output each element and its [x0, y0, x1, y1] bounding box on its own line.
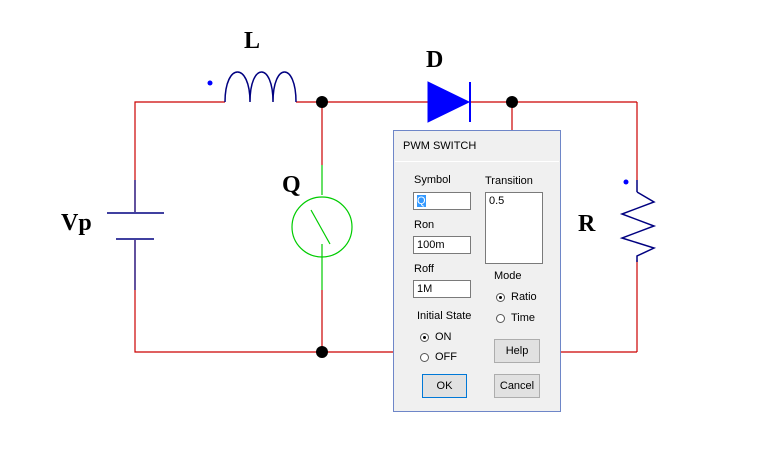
source-label: Vp [61, 210, 92, 236]
mode-ratio-radio[interactable]: Ratio [496, 291, 537, 303]
cancel-button[interactable]: Cancel [494, 374, 540, 398]
initial-state-on-radio[interactable]: ON [420, 331, 452, 343]
roff-field[interactable]: 1M [413, 280, 471, 298]
radio-selected-icon [420, 332, 429, 342]
ron-field[interactable]: 100m [413, 236, 471, 254]
dialog-title: PWM SWITCH [403, 140, 477, 152]
mode-ratio-label: Ratio [511, 291, 537, 303]
transition-field[interactable]: 0.5 [485, 192, 543, 264]
transition-label: Transition [485, 175, 533, 187]
roff-label: Roff [414, 263, 434, 275]
switch-label: Q [282, 172, 301, 198]
symbol-value: Q [417, 195, 426, 207]
initial-state-off-radio[interactable]: OFF [420, 351, 457, 363]
radio-selected-icon [496, 292, 505, 302]
mode-time-label: Time [511, 312, 536, 324]
help-button[interactable]: Help [494, 339, 540, 363]
pwm-switch-dialog: PWM SWITCH Symbol Q Ron 100m Roff 1M Tra… [393, 130, 561, 412]
diode-label: D [426, 47, 444, 73]
inductor-label: L [244, 28, 261, 54]
ok-button[interactable]: OK [422, 374, 467, 398]
symbol-label: Symbol [414, 174, 451, 186]
symbol-field[interactable]: Q [413, 192, 471, 210]
resistor-label: R [578, 211, 596, 237]
wires [134, 101, 638, 353]
title-separator [395, 161, 559, 162]
initial-state-on-label: ON [435, 331, 452, 343]
junction-nodes [316, 96, 518, 358]
inductor-symbol [207, 71, 297, 103]
voltage-source-symbol [107, 180, 164, 290]
mode-time-radio[interactable]: Time [496, 312, 535, 324]
initial-state-label: Initial State [417, 310, 472, 322]
diode-symbol [427, 81, 471, 123]
resistor-symbol [619, 179, 657, 262]
initial-state-off-label: OFF [435, 351, 457, 363]
radio-unselected-icon [420, 352, 429, 362]
radio-unselected-icon [496, 313, 505, 323]
ron-label: Ron [414, 219, 435, 231]
switch-symbol [291, 165, 353, 290]
mode-label: Mode [494, 270, 522, 282]
